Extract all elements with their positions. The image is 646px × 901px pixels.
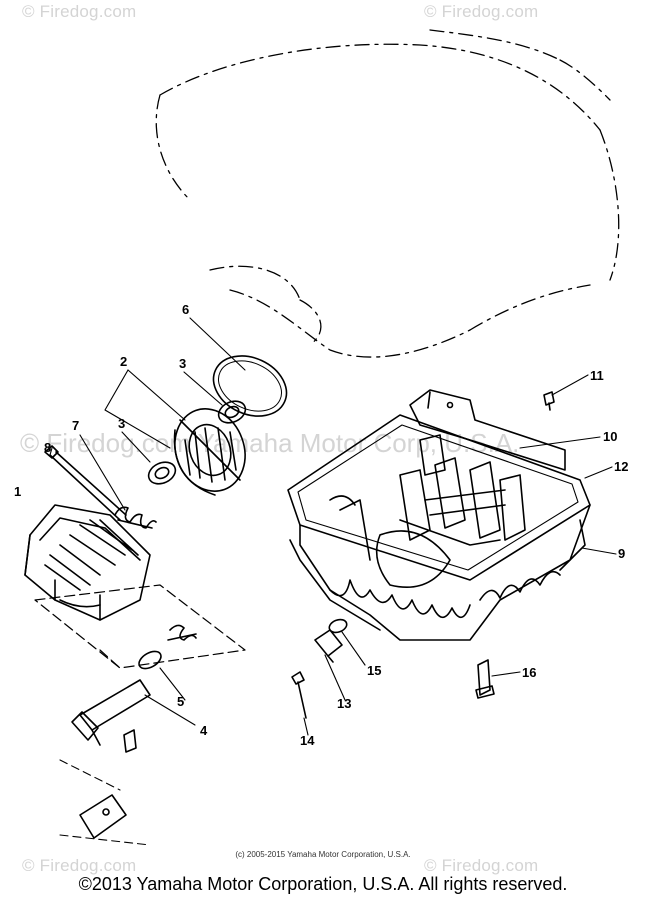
- callout-16: 16: [522, 665, 536, 680]
- relief-valve-spring: [167, 624, 197, 641]
- callout-7: 7: [72, 418, 79, 433]
- callout-9: 9: [618, 546, 625, 561]
- bolt-16: [475, 659, 495, 699]
- o-ring-6: [212, 355, 288, 417]
- oil-pan: [289, 434, 591, 641]
- leader-lines: [49, 317, 617, 736]
- callout-15: 15: [367, 663, 381, 678]
- baffle-plate: [409, 389, 566, 471]
- watermark-bottom-left: © Firedog.com: [22, 856, 137, 875]
- seal-3-lower: [147, 461, 177, 485]
- callout-3-lower: 3: [118, 416, 125, 431]
- screw-14: [291, 671, 307, 719]
- callout-12: 12: [614, 459, 628, 474]
- crankcase-outline: [155, 29, 620, 358]
- watermark-bottom-right: © Firedog.com: [424, 856, 539, 875]
- watermark-top-left: © Firedog.com: [22, 2, 137, 21]
- callout-4: 4: [200, 723, 208, 738]
- oil-filter-housing: [24, 504, 151, 621]
- callout-10: 10: [603, 429, 617, 444]
- bolt-8: [44, 445, 127, 521]
- watermark-top-right: © Firedog.com: [424, 2, 539, 21]
- relief-valve-pin: [123, 729, 137, 753]
- drain-bolt-13: [314, 629, 343, 663]
- relief-valve-oring-5: [138, 650, 162, 670]
- footer-copyright: ©2013 Yamaha Motor Corporation, U.S.A. A…: [78, 874, 568, 894]
- callout-3-upper: 3: [179, 356, 186, 371]
- washer-15: [328, 618, 348, 634]
- relief-valve-group: [34, 584, 246, 669]
- callout-8: 8: [44, 440, 51, 455]
- callout-11: 11: [590, 368, 604, 383]
- bolt-11: [543, 391, 555, 411]
- small-copyright: (c) 2005-2015 Yamaha Motor Corporation, …: [235, 850, 411, 859]
- relief-valve-bracket: [79, 794, 127, 839]
- callout-6: 6: [182, 302, 189, 317]
- oil-filter-element: [173, 408, 246, 496]
- callout-1: 1: [14, 484, 21, 499]
- callout-13: 13: [337, 696, 351, 711]
- callout-2: 2: [120, 354, 127, 369]
- callout-14: 14: [300, 733, 315, 748]
- watermark-center: © Firedog.com Yamaha Motor Corp, U.S.A.: [20, 428, 520, 458]
- relief-valve-plunger: [71, 679, 151, 746]
- spring-7: [114, 506, 157, 529]
- callout-5: 5: [177, 694, 184, 709]
